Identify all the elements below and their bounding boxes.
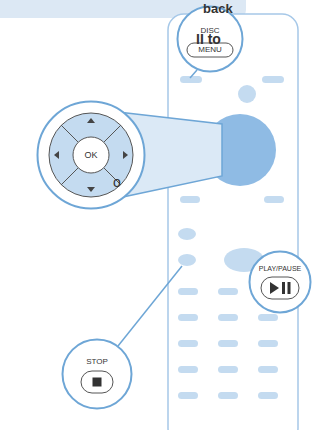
button-label: STOP [61, 357, 133, 366]
instruction-text: II to [196, 31, 221, 47]
button-label: OK [36, 150, 146, 160]
button-label: PLAY/PAUSE [248, 265, 312, 272]
play-pause-callout: PLAY/PAUSE [248, 250, 312, 314]
callout-circle [61, 338, 133, 410]
callout-circle [248, 250, 312, 314]
heading-text: back [203, 1, 233, 16]
dpad-callout: OK [36, 100, 146, 210]
remote-body [168, 14, 298, 430]
heading-bar [0, 0, 246, 18]
leader-lines [118, 70, 264, 346]
stop-callout: STOP [61, 338, 133, 410]
instruction-text: o [113, 174, 121, 190]
